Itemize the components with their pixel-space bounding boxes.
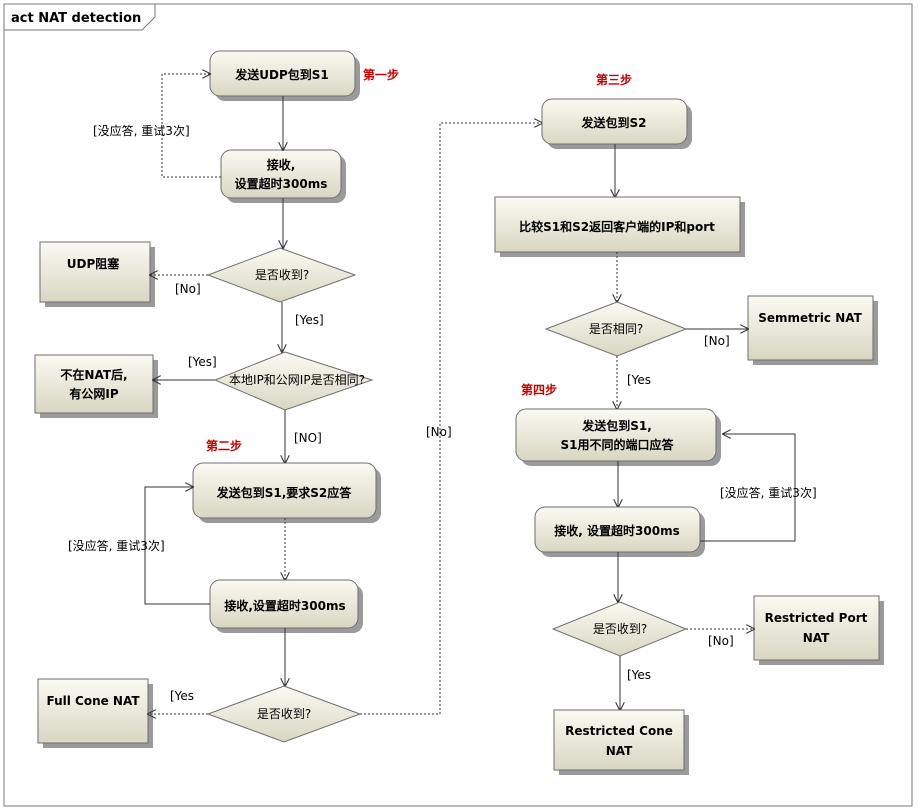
guard-yes-5: [Yes — [627, 668, 651, 682]
result-restricted-port-line2: NAT — [803, 631, 830, 645]
activity-send-s1-diff-port-line2: S1用不同的端口应答 — [561, 437, 675, 452]
activity-receive-1-line1: 接收, — [267, 157, 296, 172]
result-restricted-cone-line2: NAT — [606, 744, 633, 758]
diagram-title: act NAT detection — [11, 11, 141, 26]
result-symmetric-nat-label: Semmetric NAT — [758, 311, 862, 325]
decision-received-3-label: 是否收到? — [593, 622, 647, 636]
result-udp-blocked — [39, 241, 151, 303]
guard-yes-2: [Yes] — [188, 355, 217, 369]
activity-compare-ip-port-label: 比较S1和S2返回客户端的IP和port — [519, 219, 715, 234]
result-udp-blocked-label: UDP阻塞 — [67, 256, 121, 271]
step-3-label: 第三步 — [596, 72, 632, 87]
result-restricted-cone — [553, 709, 685, 771]
result-restricted-port-line1: Restricted Port — [765, 611, 868, 625]
activity-receive-3-label: 接收, 设置超时300ms — [554, 523, 679, 538]
guard-no-2: [NO] — [294, 431, 322, 445]
activity-send-s2-label: 发送包到S2 — [581, 115, 647, 130]
decision-same-label: 是否相同? — [589, 322, 643, 336]
guard-no-4: [No] — [704, 334, 730, 348]
activity-send-s1-ask-s2-label: 发送包到S1,要求S2应答 — [216, 485, 353, 500]
activity-receive-2-label: 接收,设置超时300ms — [224, 598, 345, 613]
activity-receive-1-line2: 设置超时300ms — [235, 176, 328, 191]
activity-send-s1-diff-port — [515, 408, 717, 462]
step-4-label: 第四步 — [521, 382, 557, 397]
guard-retry-2: [没应答, 重试3次] — [68, 538, 165, 553]
decision-received-2 — [206, 685, 362, 743]
guard-no-5: [No] — [708, 634, 734, 648]
diagram-frame — [3, 3, 913, 807]
activity-send-udp-s1-label: 发送UDP包到S1 — [234, 67, 329, 82]
guard-yes-4: [Yes — [627, 373, 651, 387]
result-restricted-cone-line1: Restricted Cone — [565, 724, 673, 738]
step-1-label: 第一步 — [363, 67, 399, 82]
guard-retry-3: [没应答, 重试3次] — [720, 485, 817, 500]
step-2-label: 第二步 — [206, 438, 242, 453]
result-public-ip-line2: 有公网IP — [69, 386, 118, 401]
decision-received-1-label: 是否收到? — [255, 268, 309, 282]
result-full-cone-label: Full Cone NAT — [46, 694, 140, 708]
guard-retry-1: [没应答, 重试3次] — [93, 123, 190, 138]
guard-yes-1: [Yes] — [295, 313, 324, 327]
result-restricted-port — [753, 595, 880, 661]
guard-no-1: [No] — [175, 282, 201, 296]
result-public-ip — [34, 354, 154, 414]
result-symmetric-nat — [747, 295, 874, 361]
activity-compare-ip-port — [494, 196, 741, 253]
frame-tab — [3, 3, 156, 31]
guard-no-3: [No] — [426, 425, 452, 439]
activity-send-s1-diff-port-line1: 发送包到S1, — [581, 418, 652, 433]
result-full-cone — [37, 678, 149, 744]
decision-received-2-label: 是否收到? — [257, 707, 311, 721]
decision-received-1 — [206, 247, 357, 303]
result-public-ip-line1: 不在NAT后, — [60, 367, 127, 382]
decision-ip-same-label: 本地IP和公网IP是否相同? — [229, 373, 365, 387]
guard-yes-3: [Yes — [170, 689, 194, 703]
